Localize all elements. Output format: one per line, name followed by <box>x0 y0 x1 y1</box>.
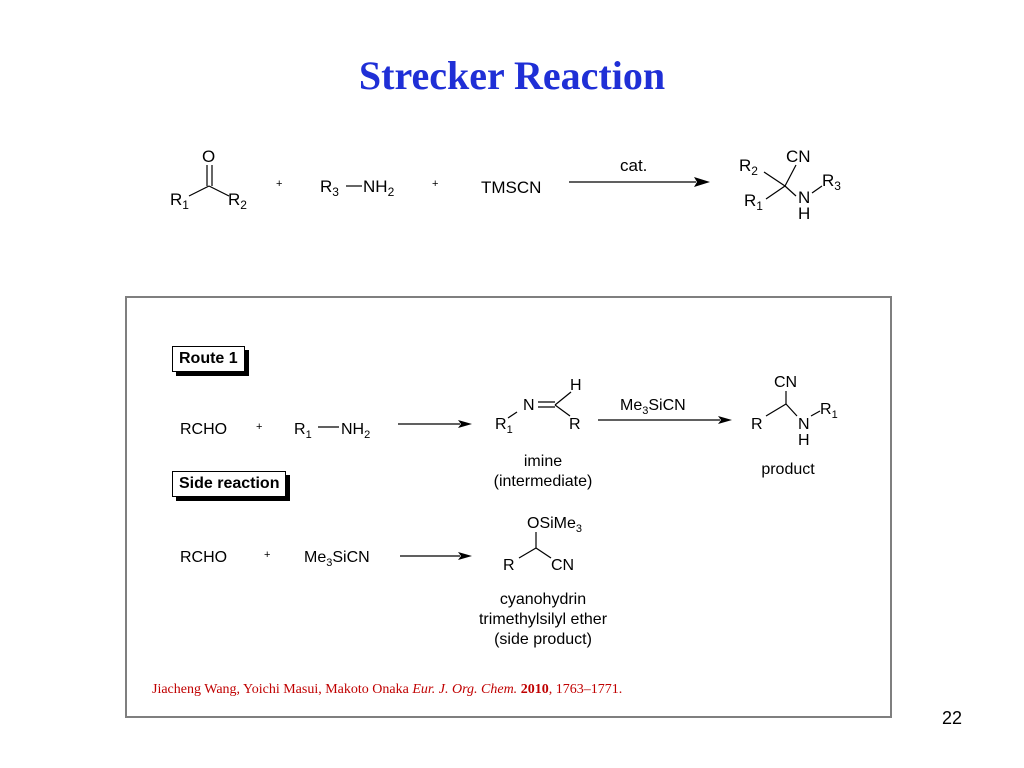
product-cn: CN <box>786 147 811 166</box>
product-cn: CN <box>774 374 797 391</box>
bond-line <box>784 185 797 197</box>
bond-line <box>763 171 786 187</box>
route1-amine-r1: R1 <box>294 421 312 441</box>
cyanohydrin-osime3: OSiMe3 <box>527 515 582 535</box>
cyanohydrin-cn: CN <box>551 557 574 574</box>
arrow-head <box>458 552 472 560</box>
bond-line <box>554 391 572 406</box>
plus-sign-1: + <box>276 178 282 190</box>
product-r: R <box>751 416 763 433</box>
side-product-caption-2: trimethylsilyl ether <box>479 611 608 628</box>
arrow-head <box>458 420 472 428</box>
ketone-oxygen: O <box>202 147 215 166</box>
route1-reagent: Me3SiCN <box>620 397 686 417</box>
bond-line <box>554 404 571 417</box>
bond-line <box>518 547 537 559</box>
citation-year: 2010 <box>520 682 549 697</box>
imine-caption: imine <box>524 453 562 470</box>
slide-title: Strecker Reaction <box>358 53 666 98</box>
bond-line <box>507 411 518 419</box>
tmscn-label: TMSCN <box>481 178 541 197</box>
ketone-r1: R1 <box>170 190 189 212</box>
page-number: 22 <box>941 708 962 728</box>
bond-line <box>810 410 821 417</box>
arrow-head <box>694 177 710 187</box>
side-product-caption-1: cyanohydrin <box>500 591 586 608</box>
citation: Jiacheng Wang, Yoichi Masui, Makoto Onak… <box>152 682 622 698</box>
side-reagent: Me3SiCN <box>304 549 370 569</box>
plus-sign-2: + <box>432 178 438 190</box>
bond-line <box>811 185 823 194</box>
bond-line <box>208 185 230 197</box>
imine-r: R <box>569 416 581 433</box>
product-r1: R1 <box>820 401 838 421</box>
mechanism-panel <box>125 296 892 718</box>
side-reaction-label: Side reaction <box>172 471 287 497</box>
bond-line <box>765 403 787 417</box>
product-h: H <box>798 204 810 223</box>
imine-r1: R1 <box>495 416 513 436</box>
route1-label: Route 1 <box>172 346 245 372</box>
citation-pages: , 1763–1771. <box>548 682 623 697</box>
route1-amine-nh2: NH2 <box>341 421 370 441</box>
bond-line <box>785 403 798 417</box>
side-rcho: RCHO <box>180 549 227 566</box>
cyanohydrin-r: R <box>503 557 515 574</box>
route1-rcho: RCHO <box>180 421 227 438</box>
bond-line <box>535 547 552 559</box>
ketone-r2: R2 <box>228 190 247 212</box>
product-h: H <box>798 432 810 449</box>
arrow-head <box>718 416 732 424</box>
amine-nh2: NH2 <box>363 177 395 199</box>
citation-authors: Jiacheng Wang, Yoichi Masui, Makoto Onak… <box>152 682 413 697</box>
product-r2: R2 <box>739 156 758 178</box>
route1-plus: + <box>256 421 262 433</box>
bond-line <box>188 185 210 197</box>
product-caption: product <box>761 461 815 478</box>
product-n: N <box>798 416 810 433</box>
imine-caption-sub: (intermediate) <box>494 473 593 490</box>
bond-line <box>765 185 786 200</box>
bond-line <box>784 164 797 187</box>
imine-n: N <box>523 397 535 414</box>
catalyst-label: cat. <box>620 156 647 175</box>
side-product-caption-3: (side product) <box>494 631 592 648</box>
side-plus: + <box>264 549 270 561</box>
amine-r3: R3 <box>320 177 339 199</box>
product-r1: R1 <box>744 191 763 213</box>
citation-journal: Eur. J. Org. Chem. <box>412 682 518 697</box>
product-r3: R3 <box>822 171 841 193</box>
product-n: N <box>798 188 810 207</box>
imine-h: H <box>570 377 582 394</box>
